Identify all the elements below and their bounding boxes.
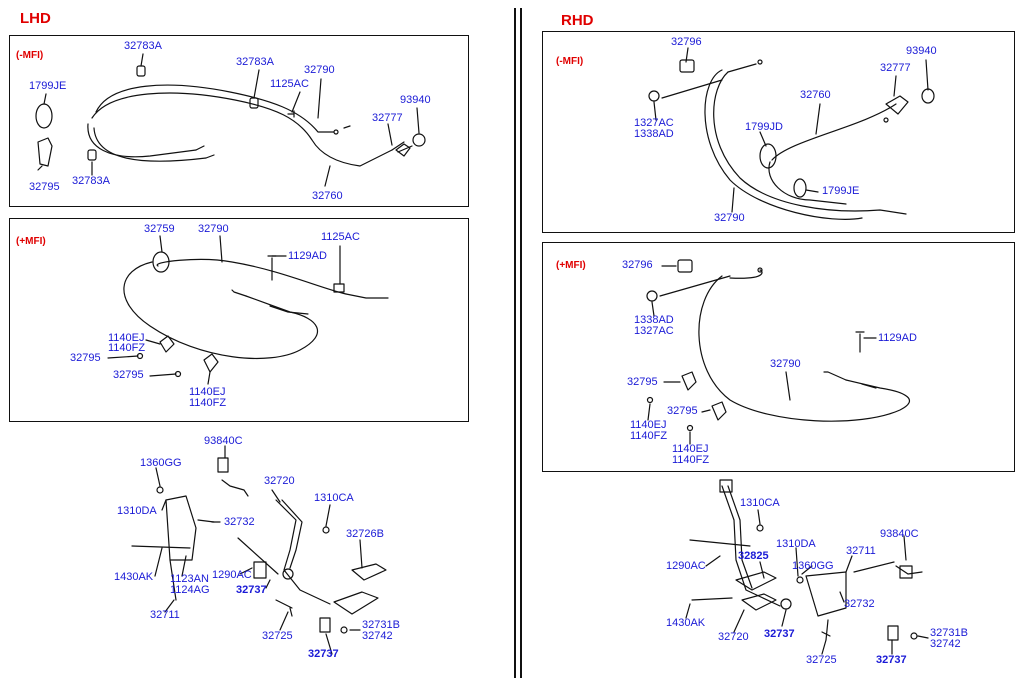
- section-divider-right: [520, 8, 522, 678]
- part-label: 32795: [70, 352, 101, 364]
- part-label: 32711: [846, 545, 876, 557]
- part-label: 1140EJ: [189, 386, 226, 398]
- part-label: 1140EJ: [672, 443, 709, 455]
- part-label: 1327AC: [634, 117, 674, 129]
- lhd-minus-mfi-cables: [35, 53, 426, 187]
- part-label: 32760: [800, 89, 831, 101]
- part-label: 32777: [880, 62, 911, 74]
- part-label: 32742: [930, 638, 961, 650]
- part-label: 1290AC: [212, 569, 252, 581]
- rhd-minus-mfi-panel: [542, 31, 1015, 233]
- part-label: 1338AD: [634, 128, 674, 140]
- part-label: 32790: [770, 358, 801, 370]
- part-label: 1310DA: [117, 505, 157, 517]
- part-label: 32737: [876, 654, 907, 666]
- lhd-plus-mfi-panel: [9, 218, 469, 422]
- section-divider-left: [514, 8, 516, 678]
- rhd-plus-mfi-cables: [646, 259, 911, 445]
- part-label: 1799JD: [745, 121, 783, 133]
- part-label: 32720: [264, 475, 295, 487]
- part-label: 1310DA: [776, 538, 816, 550]
- part-label: 32711: [150, 609, 180, 621]
- part-label: 32732: [224, 516, 255, 528]
- part-label: 32732: [844, 598, 875, 610]
- part-label: 1140EJ: [630, 419, 667, 431]
- part-label: 1129AD: [878, 332, 917, 344]
- part-label: 1140FZ: [189, 397, 227, 409]
- part-label: 32759: [144, 223, 175, 235]
- part-label: 32790: [198, 223, 229, 235]
- part-label: 1140FZ: [672, 454, 710, 466]
- part-label: 32760: [312, 190, 343, 202]
- lhd-pedal-assembly: [131, 445, 387, 655]
- part-label: 1123AN: [170, 573, 209, 585]
- part-label: 1310CA: [740, 497, 780, 509]
- part-label: 93840C: [204, 435, 243, 447]
- lhd-minus-mfi-tag: (-MFI): [16, 50, 44, 61]
- part-label: 32783A: [236, 56, 274, 68]
- lhd-heading: LHD: [20, 10, 51, 27]
- part-label: 32742: [362, 630, 393, 642]
- part-label: 1310CA: [314, 492, 354, 504]
- part-label: 1360GG: [792, 560, 834, 572]
- part-label: 1430AK: [114, 571, 154, 583]
- rhd-minus-mfi-tag: (-MFI): [556, 56, 584, 67]
- part-label: 32795: [667, 405, 698, 417]
- lhd-plus-mfi-tag: (+MFI): [16, 236, 46, 247]
- part-label: 1327AC: [634, 325, 674, 337]
- part-label: 93940: [400, 94, 431, 106]
- part-label: 32725: [262, 630, 293, 642]
- part-label: 32795: [29, 181, 60, 193]
- part-label: 1125AC: [321, 231, 360, 243]
- part-label: 93940: [906, 45, 937, 57]
- part-label: 32731B: [930, 627, 968, 639]
- part-label: 32795: [627, 376, 658, 388]
- rhd-heading: RHD: [561, 12, 594, 29]
- part-label: 32737: [308, 648, 339, 660]
- lhd-plus-mfi-cables: [107, 235, 389, 385]
- part-label: 32783A: [124, 40, 162, 52]
- part-label: 32790: [714, 212, 745, 224]
- part-label: 32796: [671, 36, 702, 48]
- part-label: 32720: [718, 631, 749, 643]
- part-label: 1799JE: [29, 80, 67, 92]
- part-label: 1360GG: [140, 457, 182, 469]
- rhd-minus-mfi-cables: [648, 47, 935, 220]
- part-label: 32783A: [72, 175, 110, 187]
- part-label: 32825: [738, 550, 769, 562]
- part-label: 1124AG: [170, 584, 210, 596]
- part-label: 1125AC: [270, 78, 309, 90]
- part-label: 32725: [806, 654, 837, 666]
- rhd-plus-mfi-tag: (+MFI): [556, 260, 586, 271]
- part-label: 32731B: [362, 619, 400, 631]
- part-label: 32737: [236, 584, 267, 596]
- part-label: 1799JE: [822, 185, 860, 197]
- part-label: 1140FZ: [630, 430, 668, 442]
- part-label: 1140EJ: [108, 332, 145, 344]
- part-label: 93840C: [880, 528, 919, 540]
- part-label: 32796: [622, 259, 653, 271]
- part-label: 1338AD: [634, 314, 674, 326]
- part-label: 1140FZ: [108, 342, 146, 354]
- rhd-plus-mfi-panel: [542, 242, 1015, 472]
- rhd-pedal-assembly: [685, 479, 929, 655]
- part-label: 32737: [764, 628, 795, 640]
- part-label: 32795: [113, 369, 144, 381]
- part-label: 32726B: [346, 528, 384, 540]
- part-label: 1129AD: [288, 250, 327, 262]
- part-label: 32790: [304, 64, 335, 76]
- lhd-minus-mfi-panel: [9, 35, 469, 207]
- part-label: 32777: [372, 112, 403, 124]
- part-label: 1430AK: [666, 617, 706, 629]
- part-label: 1290AC: [666, 560, 706, 572]
